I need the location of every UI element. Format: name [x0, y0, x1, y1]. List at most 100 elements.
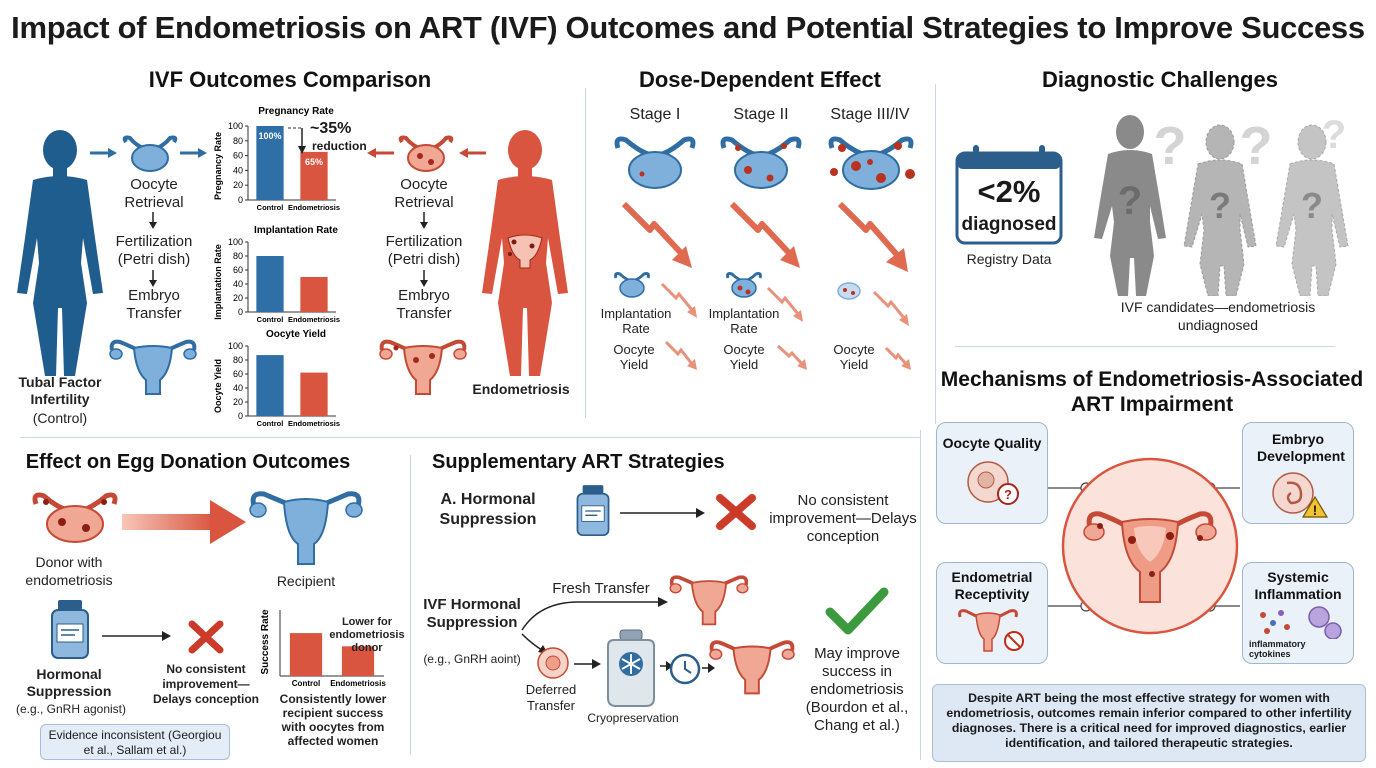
ovary-stage2-icon	[720, 136, 802, 189]
chart-title: Implantation Rate	[254, 225, 338, 236]
donor-ovary-icon	[32, 492, 118, 543]
y-tick-label: 60	[233, 151, 243, 161]
arrow-down-icon	[420, 212, 428, 229]
lower-for-donor-note: Lower for endometriosis donor	[329, 616, 405, 654]
egg-heading: Effect on Egg Donation Outcomes	[25, 451, 351, 473]
control-label: Tubal Factor Infertility	[18, 374, 102, 407]
arrow-left-icon	[367, 148, 394, 158]
ovary-small-icon	[614, 272, 650, 298]
bar	[256, 355, 284, 416]
step-fertilization: Fertilization (Petri dish)	[385, 233, 463, 268]
reduction-value: ~35%	[310, 120, 352, 137]
cryo-tank-icon	[607, 629, 655, 707]
y-axis-label: Implantation Rate	[213, 244, 223, 320]
y-tick-label: 20	[233, 397, 243, 407]
y-tick-label: 100	[228, 237, 243, 247]
oocyte-yield-chart: Oocyte Yield Oocyte Yield 020406080100Co…	[213, 329, 340, 428]
control-woman-figure	[17, 130, 103, 376]
svg-text:!: !	[1313, 502, 1318, 518]
bar	[300, 151, 328, 200]
ivf-suppression-label: IVF Hormonal Suppression	[423, 596, 521, 631]
oocyte-yield-label: Oocyte Yield	[723, 342, 765, 372]
check-mark-icon	[825, 587, 889, 635]
stage-label: Stage III/IV	[830, 106, 910, 123]
y-tick-label: 20	[233, 293, 243, 303]
decline-arrow-small-icon	[660, 282, 697, 318]
ivf-suppression-sub: (e.g., GnRH aoint)	[423, 652, 521, 666]
medication-vial-icon	[51, 600, 89, 659]
embryo-icon: !	[1272, 472, 1329, 518]
decline-arrow-small-icon	[776, 344, 807, 370]
control-sub: (Control)	[32, 410, 88, 426]
svg-text:?: ?	[1209, 185, 1231, 226]
step-oocyte-retrieval: Oocyte Retrieval	[394, 176, 454, 211]
svg-text:?: ?	[1004, 487, 1012, 502]
arrow-down-icon	[149, 270, 157, 287]
hormonal-label: Hormonal Suppression	[26, 666, 112, 699]
deferred-transfer-label: Deferred Transfer	[525, 682, 577, 713]
evidence-box: Evidence inconsistent (Georgiou et al., …	[40, 724, 230, 760]
uterus-endometriosis-icon	[379, 339, 467, 395]
strategy-a-result: No consistent improvement—Delays concept…	[769, 492, 917, 545]
undiagnosed-caption: IVF candidates—endometriosis undiagnosed	[1120, 299, 1316, 333]
step-embryo-transfer: Embryo Transfer	[126, 287, 182, 322]
svg-text:?: ?	[1301, 185, 1323, 226]
implantation-rate-chart: Implantation Rate Implantation Rate 0204…	[213, 225, 340, 324]
svg-text:?: ?	[1154, 116, 1187, 176]
step-embryo-transfer: Embryo Transfer	[396, 287, 452, 322]
ovary-icon	[122, 135, 178, 172]
clock-icon	[669, 653, 701, 685]
y-tick-label: 20	[233, 180, 243, 190]
y-tick-label: 80	[233, 251, 243, 261]
y-axis-label: Oocyte Yield	[213, 359, 223, 413]
x-tick-label: Endometriosis	[288, 419, 340, 428]
arrow-down-icon	[420, 270, 428, 287]
y-tick-label: 0	[238, 195, 243, 205]
x-mark-icon	[716, 494, 756, 530]
conclusion-box: Despite ART being the most effective str…	[932, 684, 1366, 762]
oocyte-yield-label: Oocyte Yield	[613, 342, 655, 372]
y-tick-label: 100	[228, 121, 243, 131]
may-improve-text: May improve success in endometriosis (Bo…	[805, 645, 909, 734]
x-tick-label: Endometriosis	[330, 679, 386, 688]
conclusion-text: Despite ART being the most effective str…	[946, 691, 1352, 750]
svg-text:?: ?	[1240, 116, 1273, 176]
box-title: Systemic Inflammation	[1254, 569, 1342, 602]
arrow-left-icon	[459, 148, 486, 158]
step-oocyte-retrieval: Oocyte Retrieval	[124, 176, 184, 211]
endometriosis-label: Endometriosis	[472, 381, 570, 397]
systemic-inflammation-box: Systemic Inflammation inflammatory cytok…	[1242, 562, 1354, 664]
ivf-heading: IVF Outcomes Comparison	[148, 67, 432, 92]
page-title: Impact of Endometriosis on ART (IVF) Out…	[11, 10, 1365, 45]
arrow-right-icon	[660, 661, 673, 671]
uterus-icon	[109, 339, 197, 395]
strategy-a-label: A. Hormonal Suppression	[439, 491, 537, 528]
recipient-uterus-icon	[249, 491, 363, 565]
decline-arrow-small-icon	[664, 340, 697, 370]
oocyte-yield-label: Oocyte Yield	[833, 342, 875, 372]
arrow-down-icon	[149, 212, 157, 229]
receptivity-icon	[958, 609, 1024, 652]
svg-text:?: ?	[1322, 113, 1346, 157]
y-tick-label: 40	[233, 279, 243, 289]
registry-data-label: Registry Data	[966, 251, 1052, 267]
y-tick-label: 60	[233, 265, 243, 275]
hormonal-sub: (e.g., GnRH agonist)	[15, 702, 127, 716]
data-label: 100%	[258, 131, 281, 141]
divider	[20, 437, 920, 438]
decline-arrow-icon	[621, 201, 692, 268]
x-tick-label: Control	[257, 203, 284, 212]
decline-arrow-small-icon	[766, 286, 803, 322]
y-tick-label: 40	[233, 383, 243, 393]
reduction-label: reduction	[312, 139, 367, 153]
bar	[289, 633, 323, 676]
box-title: Embryo Development	[1257, 431, 1345, 464]
donation-arrow-icon	[122, 500, 246, 544]
ovary-endometriosis-icon	[398, 135, 454, 172]
uterus-icon	[669, 575, 749, 626]
cytokines-label: inflammatory cytokines	[1249, 639, 1306, 659]
mech-heading: Mechanisms of Endometriosis-Associated A…	[940, 368, 1364, 416]
x-tick-label: Endometriosis	[288, 315, 340, 324]
donor-label: Donor with endometriosis	[25, 554, 113, 588]
decline-arrow-small-icon	[884, 346, 911, 370]
